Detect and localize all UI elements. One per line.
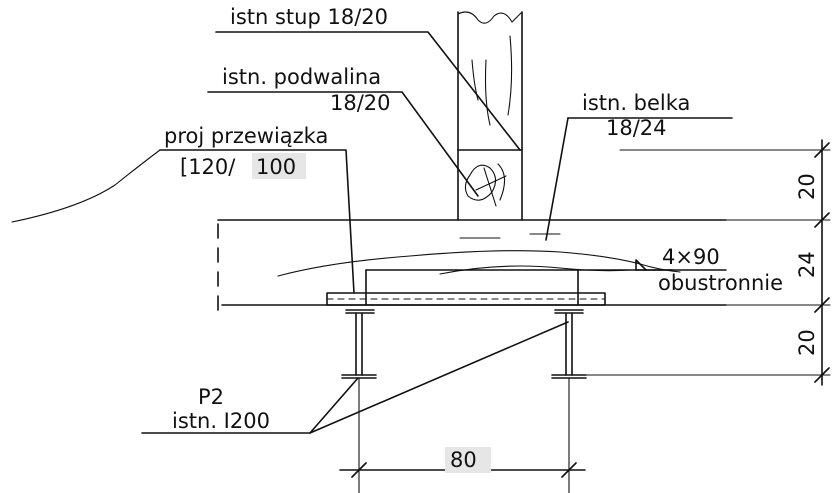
column-stup [457, 11, 523, 221]
label-sill-plate-size: 18/20 [330, 91, 391, 115]
label-weld-size: 4×90 [662, 245, 720, 269]
highlight-channel-size [252, 153, 306, 179]
dimension-label-lower: 20 [795, 329, 819, 356]
sill-plate-podwalina [464, 163, 507, 207]
label-column: istn stup 18/20 [230, 5, 388, 29]
highlight-spacing [445, 447, 491, 473]
label-beam-size: 18/24 [606, 116, 667, 140]
label-p2: P2 [198, 385, 224, 409]
ibeam-right [551, 309, 587, 379]
channel-c120 [221, 269, 727, 306]
label-beam: istn. belka [582, 91, 690, 115]
weld-symbol [635, 259, 673, 271]
dimension-chain-right [585, 139, 831, 386]
label-channel: proj przewiązka [164, 124, 328, 148]
ibeam-axes [358, 377, 570, 493]
dimension-label-upper: 20 [795, 173, 819, 200]
beam-belka [217, 219, 727, 321]
label-channel-section: [120/ [180, 155, 236, 179]
label-sill-plate: istn. podwalina [222, 65, 381, 89]
leader-lines [11, 31, 733, 434]
label-channel-length: 100 [256, 155, 296, 179]
label-weld-note: obustronnie [658, 271, 783, 295]
ibeam-left [341, 309, 377, 379]
label-ibeam: istn. I200 [172, 409, 270, 433]
dimension-label-spacing: 80 [450, 448, 477, 472]
dimension-label-middle: 24 [795, 251, 819, 278]
